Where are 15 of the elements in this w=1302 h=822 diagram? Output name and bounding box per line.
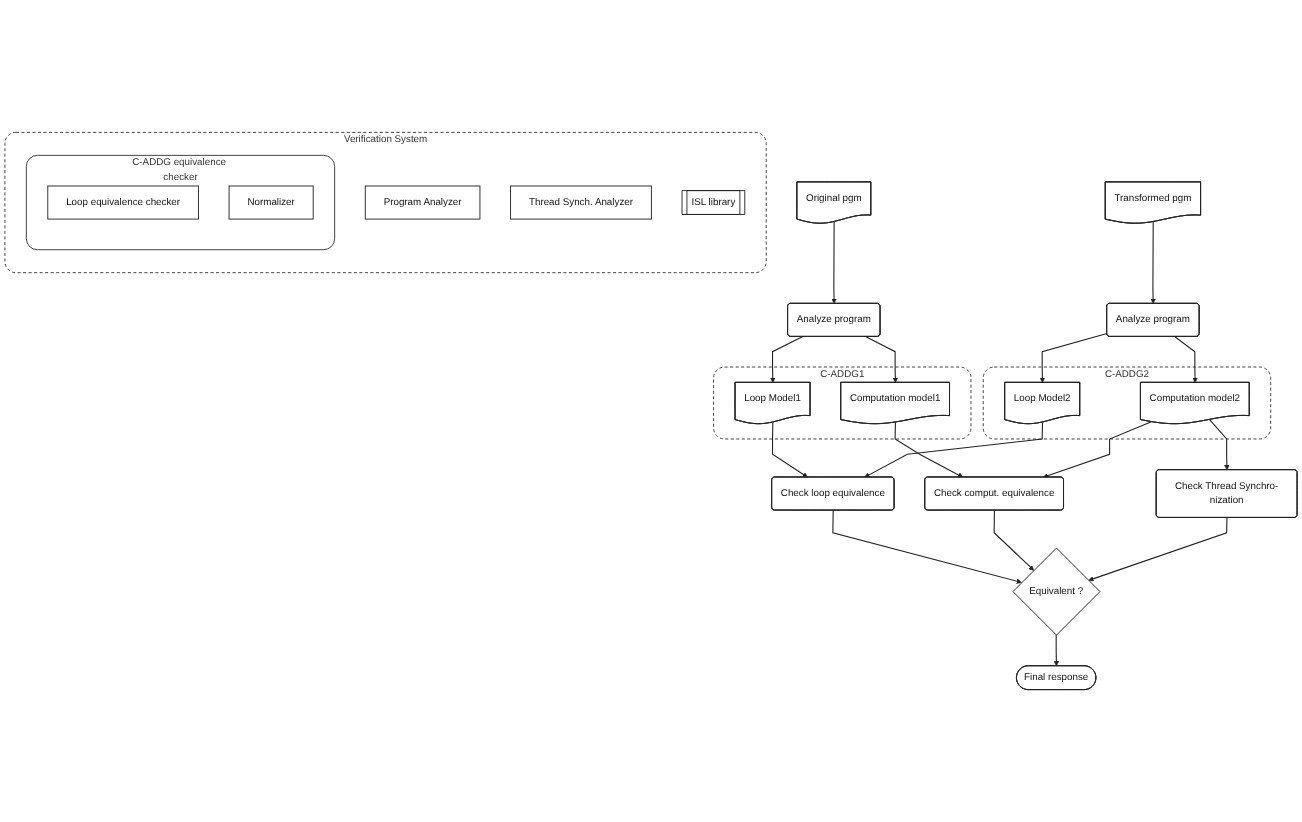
arrow <box>1053 634 1060 667</box>
arrow <box>1174 336 1198 383</box>
arrow <box>832 509 1022 584</box>
arrow <box>1039 332 1108 383</box>
arrow <box>864 421 1044 478</box>
arrow <box>831 221 837 304</box>
arrow <box>865 336 898 383</box>
arrow <box>1042 421 1152 479</box>
arrow <box>1150 221 1156 304</box>
arrow <box>894 421 964 478</box>
arrow <box>1209 419 1230 471</box>
arrow <box>993 509 1035 571</box>
arrow <box>770 336 803 383</box>
arrow <box>1088 517 1228 582</box>
arrow <box>772 421 808 478</box>
